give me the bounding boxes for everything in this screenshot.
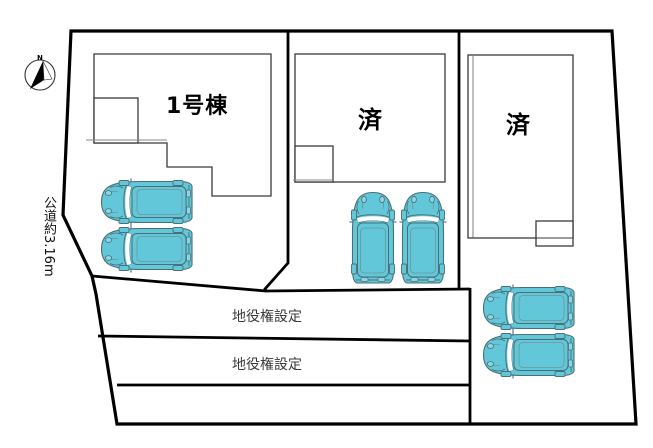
car-icon-plot2-b (398, 191, 448, 284)
building-2-footprint (293, 53, 446, 183)
car-icon-plot1-b (100, 224, 193, 274)
plot-label-building-2: 済 (358, 106, 382, 134)
plot-label-building-3: 済 (506, 111, 530, 139)
easement-upper-top-edge (91, 274, 471, 293)
easement-label-lower: 地役権設定 (232, 357, 302, 373)
plot-label-building-1: 1号棟 (166, 94, 229, 119)
north-arrow-icon (24, 59, 56, 91)
building-3-porch (535, 220, 574, 247)
building-1-footprint (86, 53, 272, 197)
car-icon-plot1-a (100, 177, 193, 227)
building-3-footprint (467, 54, 574, 247)
car-icon-plot2-a (348, 191, 398, 284)
building-1-porch (93, 97, 139, 144)
compass-north-label: N (37, 54, 43, 62)
car-icon-plot3-b (482, 330, 575, 380)
road-width-label: 公道約3.16m (41, 196, 56, 277)
easement-label-upper: 地役権設定 (232, 309, 302, 325)
easement-divider (97, 334, 471, 343)
car-icon-plot3-a (482, 283, 575, 333)
building-2-porch (294, 145, 334, 183)
